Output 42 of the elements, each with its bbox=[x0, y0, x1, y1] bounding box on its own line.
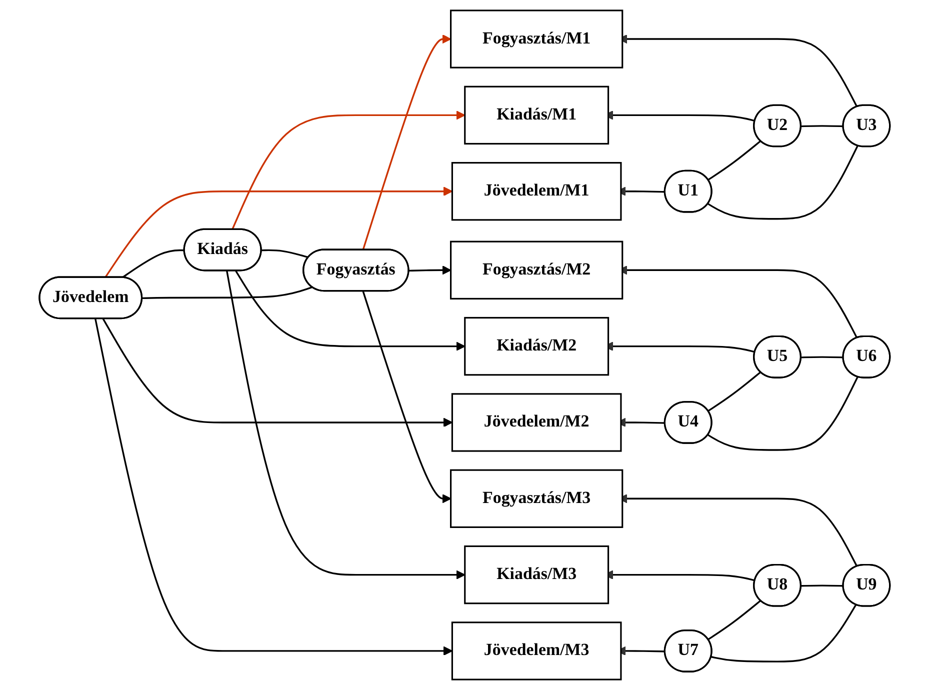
correlation-line bbox=[708, 372, 761, 412]
variable-ellipse: U5 bbox=[752, 335, 802, 378]
correlation-line bbox=[708, 376, 858, 451]
correlation-line bbox=[801, 125, 844, 128]
arrow bbox=[231, 110, 466, 230]
arrow bbox=[362, 291, 452, 504]
arrow bbox=[408, 266, 452, 275]
arrow bbox=[102, 318, 452, 428]
variable-ellipse: U4 bbox=[664, 401, 712, 444]
correlation-line bbox=[142, 286, 312, 300]
correlation-line bbox=[261, 249, 309, 258]
variable-ellipse: U9 bbox=[842, 564, 890, 607]
correlation-line bbox=[801, 584, 844, 587]
arrow bbox=[226, 270, 466, 580]
arrow bbox=[362, 34, 452, 250]
arrow bbox=[94, 318, 452, 656]
variable-box: Fogyasztás/M2 bbox=[450, 240, 623, 300]
correlation-line bbox=[122, 249, 184, 278]
arrow bbox=[234, 270, 466, 351]
variable-box: Fogyasztás/M1 bbox=[450, 10, 623, 68]
variable-box: Fogyasztás/M3 bbox=[450, 469, 623, 528]
variable-ellipse: U2 bbox=[752, 104, 802, 148]
variable-ellipse: Jövedelem bbox=[38, 276, 142, 320]
variable-ellipse: U1 bbox=[664, 170, 712, 213]
variable-ellipse: U7 bbox=[664, 630, 712, 672]
variable-ellipse: Fogyasztás bbox=[302, 248, 410, 292]
variable-box: Jövedelem/M3 bbox=[451, 622, 622, 680]
variable-ellipse: Kiadás bbox=[183, 228, 262, 272]
correlation-line bbox=[708, 145, 858, 220]
correlation-line bbox=[708, 600, 761, 640]
variable-box: Kiadás/M3 bbox=[464, 545, 609, 604]
correlation-line bbox=[711, 604, 856, 662]
correlation-line bbox=[801, 356, 844, 358]
arrow bbox=[104, 186, 452, 278]
variable-ellipse: U8 bbox=[752, 564, 802, 607]
variable-box: Jövedelem/M2 bbox=[451, 393, 622, 452]
correlation-line bbox=[708, 140, 761, 181]
variable-ellipse: U6 bbox=[842, 335, 890, 378]
variable-ellipse: U3 bbox=[842, 104, 890, 148]
variable-box: Kiadás/M2 bbox=[464, 316, 609, 376]
variable-box: Kiadás/M1 bbox=[464, 86, 609, 145]
variable-box: Jövedelem/M1 bbox=[451, 162, 622, 221]
